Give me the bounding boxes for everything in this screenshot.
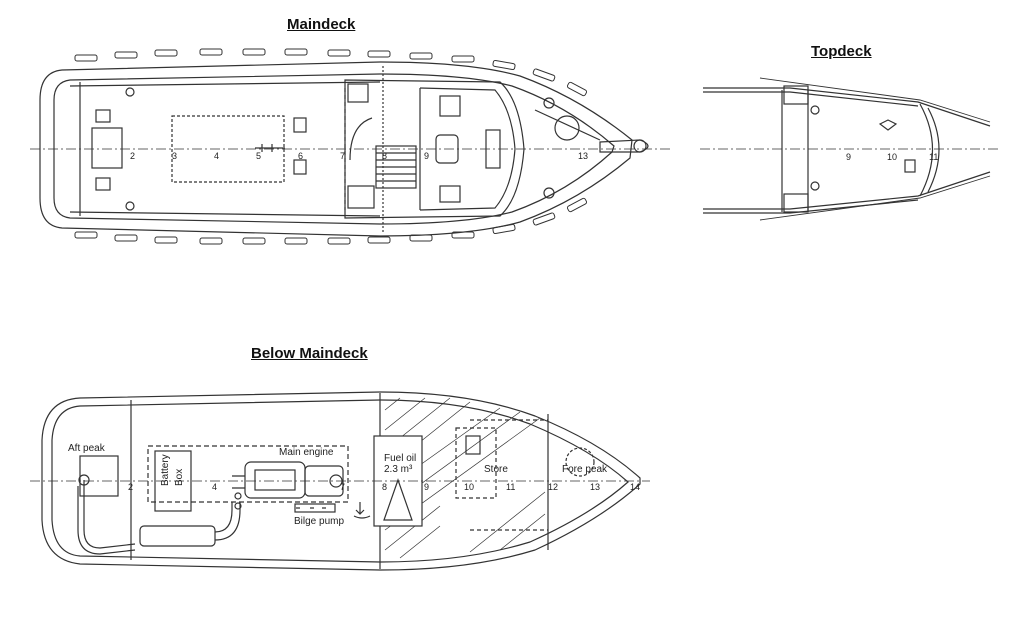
bm-frame-14: 14 [630,482,640,492]
md-frame-5: 5 [256,151,261,161]
md-frame-4: 4 [214,151,219,161]
fenders [74,48,588,245]
md-frame-6: 6 [298,151,303,161]
bm-frame-4: 4 [212,482,217,492]
topdeck-title: Topdeck [811,43,872,60]
below-hull-outline [41,391,641,571]
md-frame-7: 7 [340,151,345,161]
bm-frame-9: 9 [424,482,429,492]
md-frame-9: 9 [424,151,429,161]
bm-frame-2: 2 [128,482,133,492]
below-maindeck-title: Below Maindeck [251,345,368,362]
md-frame-2: 2 [130,151,135,161]
fuel-volume-label: 2.3 m³ [384,464,413,475]
bm-frame-13: 13 [590,482,600,492]
bm-frame-10: 10 [464,482,474,492]
bm-frame-8: 8 [382,482,387,492]
maindeck-hull-outline [39,61,633,237]
td-frame-10: 10 [887,152,897,162]
store-label: Store [484,464,508,475]
battery-box-label: Box [174,469,185,486]
battery-label: Battery [160,454,171,486]
topdeck-view [703,77,991,221]
maindeck-view [39,48,649,245]
bm-frame-11: 11 [506,482,515,492]
md-frame-13: 13 [578,151,588,161]
bm-frame-12: 12 [548,482,558,492]
md-frame-3: 3 [172,151,177,161]
td-frame-11: 11 [929,152,938,162]
aft-peak-label: Aft peak [68,443,106,454]
fuel-oil-label: Fuel oil [384,453,416,464]
fore-peak-label: Fore peak [562,464,608,475]
md-frame-8: 8 [382,151,387,161]
bilge-pump-label: Bilge pump [294,516,344,527]
bm-frame-7: 7 [340,482,345,492]
main-engine-label: Main engine [279,447,334,458]
td-frame-9: 9 [846,152,851,162]
maindeck-title: Maindeck [287,16,356,33]
